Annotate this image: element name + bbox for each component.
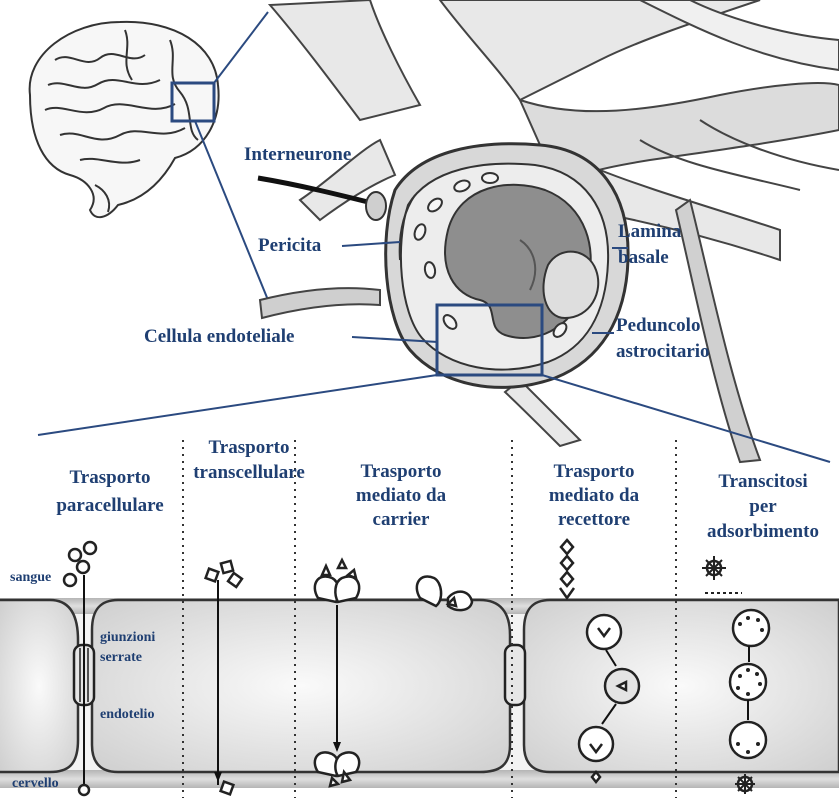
header-transcitosi: Transcitosi per adsorbimento (693, 472, 833, 543)
header-transcitosi-line3: adsorbimento (693, 522, 833, 543)
label-giunzioni-line2: serrate (100, 650, 142, 665)
header-paracellulare-line2: paracellulare (40, 496, 180, 517)
label-endotelio: endotelio (100, 707, 154, 722)
header-transcitosi-line2: per (693, 497, 833, 518)
label-cervello: cervello (12, 776, 59, 791)
header-transcitosi-line1: Transcitosi (693, 472, 833, 493)
zoom-line-top (214, 12, 268, 83)
interneurone-terminal (366, 192, 386, 220)
label-peduncolo-line2: astrocitario (616, 342, 710, 363)
header-recettore-line2: mediato da (524, 486, 664, 507)
endothelium-diagram (0, 598, 839, 788)
label-sangue: sangue (10, 570, 51, 585)
header-paracellulare: Trasporto paracellulare (40, 468, 180, 517)
header-transcellulare: Trasporto transcellulare (186, 438, 312, 484)
label-lamina-line1: Lamina (618, 222, 681, 243)
zoom-line-left (38, 375, 437, 435)
header-recettore: Trasporto mediato da recettore (524, 462, 664, 531)
label-cellula-endoteliale: Cellula endoteliale (144, 327, 294, 348)
label-interneurone: Interneurone (244, 145, 351, 166)
label-lamina-line2: basale (618, 248, 669, 269)
header-recettore-line1: Trasporto (524, 462, 664, 483)
paracellular-molecules (64, 542, 96, 586)
label-pericita: Pericita (258, 236, 321, 257)
header-paracellulare-line1: Trasporto (40, 468, 180, 489)
header-carrier-line2: mediato da (336, 486, 466, 507)
header-transcellulare-line2: transcellulare (186, 463, 312, 484)
header-transcellulare-line1: Trasporto (186, 438, 312, 459)
header-carrier: Trasporto mediato da carrier (336, 462, 466, 531)
label-peduncolo-line1: Peduncolo (616, 316, 700, 337)
header-recettore-line3: recettore (524, 510, 664, 531)
zoom-line-right (542, 375, 830, 462)
header-carrier-line1: Trasporto (336, 462, 466, 483)
label-giunzioni-line1: giunzioni (100, 630, 155, 645)
header-carrier-line3: carrier (336, 510, 466, 531)
capillary-cross-section (386, 144, 628, 388)
